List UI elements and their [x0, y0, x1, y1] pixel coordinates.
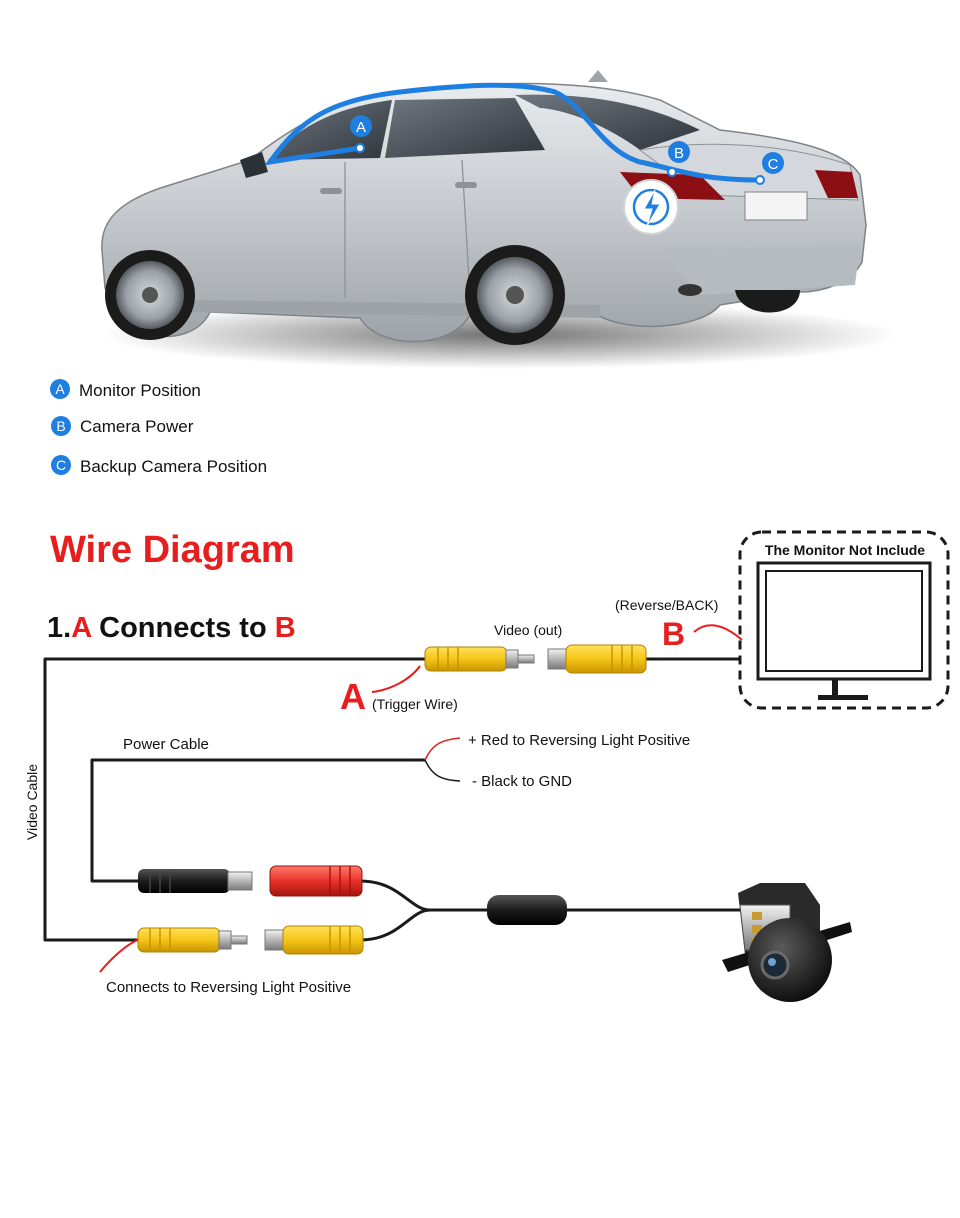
rca-female-jack-bottom — [264, 925, 364, 955]
car-antenna — [588, 70, 608, 82]
trigger-wire-label: (Trigger Wire) — [372, 696, 458, 712]
car-side-window-rear — [385, 98, 545, 158]
legend-item-monitor-position: A Monitor Position — [50, 379, 201, 400]
car-tail-light-right — [815, 170, 858, 198]
power-lightning-icon — [623, 179, 679, 235]
step-to-marker: B — [275, 612, 296, 644]
red-positive-label: + Red to Reversing Light Positive — [468, 732, 690, 749]
route-dot-a — [355, 143, 365, 153]
route-dot-c — [755, 175, 765, 185]
marker-a-big: A — [340, 676, 366, 717]
step-middle-text: Connects to — [91, 612, 275, 644]
backup-camera-image — [722, 883, 852, 1002]
marker-b-big: B — [662, 616, 685, 652]
rca-female-jack-top — [547, 644, 647, 674]
monitor-icon — [756, 561, 932, 700]
black-gnd-label: - Black to GND — [472, 773, 572, 790]
rca-male-plug-top — [424, 646, 535, 672]
legend-label-monitor-position: Monitor Position — [79, 381, 201, 400]
car-rear-bumper — [660, 245, 860, 295]
car-mirror — [240, 152, 268, 178]
video-cable-label: Video Cable — [24, 764, 40, 840]
legend-label-backup-camera-position: Backup Camera Position — [80, 457, 267, 476]
car-exhaust — [678, 284, 702, 296]
power-split-red-wire — [424, 737, 461, 761]
rca-male-plug-bottom — [137, 927, 248, 953]
reversing-light-pointer — [99, 939, 139, 973]
camera-cable-fork — [359, 879, 740, 942]
dc-male-plug — [138, 869, 253, 893]
legend-marker-c: C — [56, 457, 66, 473]
inline-filter-box — [487, 895, 567, 925]
wire-diagram-title: Wire Diagram — [50, 529, 295, 571]
cables — [43, 657, 740, 942]
car-license-plate — [744, 191, 808, 221]
car-wheel-far — [735, 290, 800, 313]
marker-a-pointer — [371, 665, 421, 693]
monitor-not-include-label: The Monitor Not Include — [765, 542, 925, 558]
car-marker-b: B — [668, 141, 690, 163]
car-rear-window — [515, 94, 700, 150]
dc-female-jack — [269, 865, 363, 897]
reverse-back-label: (Reverse/BACK) — [615, 597, 718, 613]
power-cable-label: Power Cable — [123, 736, 209, 753]
legend: A Monitor Position B Camera Power C Back… — [50, 379, 267, 476]
legend-item-camera-power: B Camera Power — [51, 416, 194, 436]
step-prefix: 1. — [47, 612, 71, 644]
monitor-dashed-box — [738, 530, 950, 710]
video-out-label: Video (out) — [494, 622, 562, 638]
car-wheel-rear — [465, 245, 565, 345]
car-wheel-front — [105, 250, 195, 340]
video-cable-main — [43, 657, 425, 942]
power-cable-main — [90, 758, 425, 883]
connects-reversing-label: Connects to Reversing Light Positive — [106, 979, 351, 996]
step-from-marker: A — [71, 612, 92, 644]
car-illustration — [100, 70, 900, 369]
legend-label-camera-power: Camera Power — [80, 417, 194, 436]
legend-marker-b: B — [56, 418, 65, 434]
car-marker-a: A — [350, 115, 372, 137]
car-handle-front — [320, 188, 342, 194]
step-heading: 1.A Connects to B — [47, 612, 296, 644]
car-marker-a-label: A — [356, 119, 366, 136]
car-handle-rear — [455, 182, 477, 188]
legend-item-backup-camera-position: C Backup Camera Position — [51, 455, 267, 476]
marker-b-pointer — [693, 624, 743, 641]
car-marker-c: C — [762, 152, 784, 174]
car-marker-c-label: C — [768, 156, 779, 173]
car-marker-b-label: B — [674, 145, 684, 162]
power-split-black-wire — [424, 759, 461, 782]
route-dot-b — [667, 167, 677, 177]
legend-marker-a: A — [55, 381, 65, 397]
